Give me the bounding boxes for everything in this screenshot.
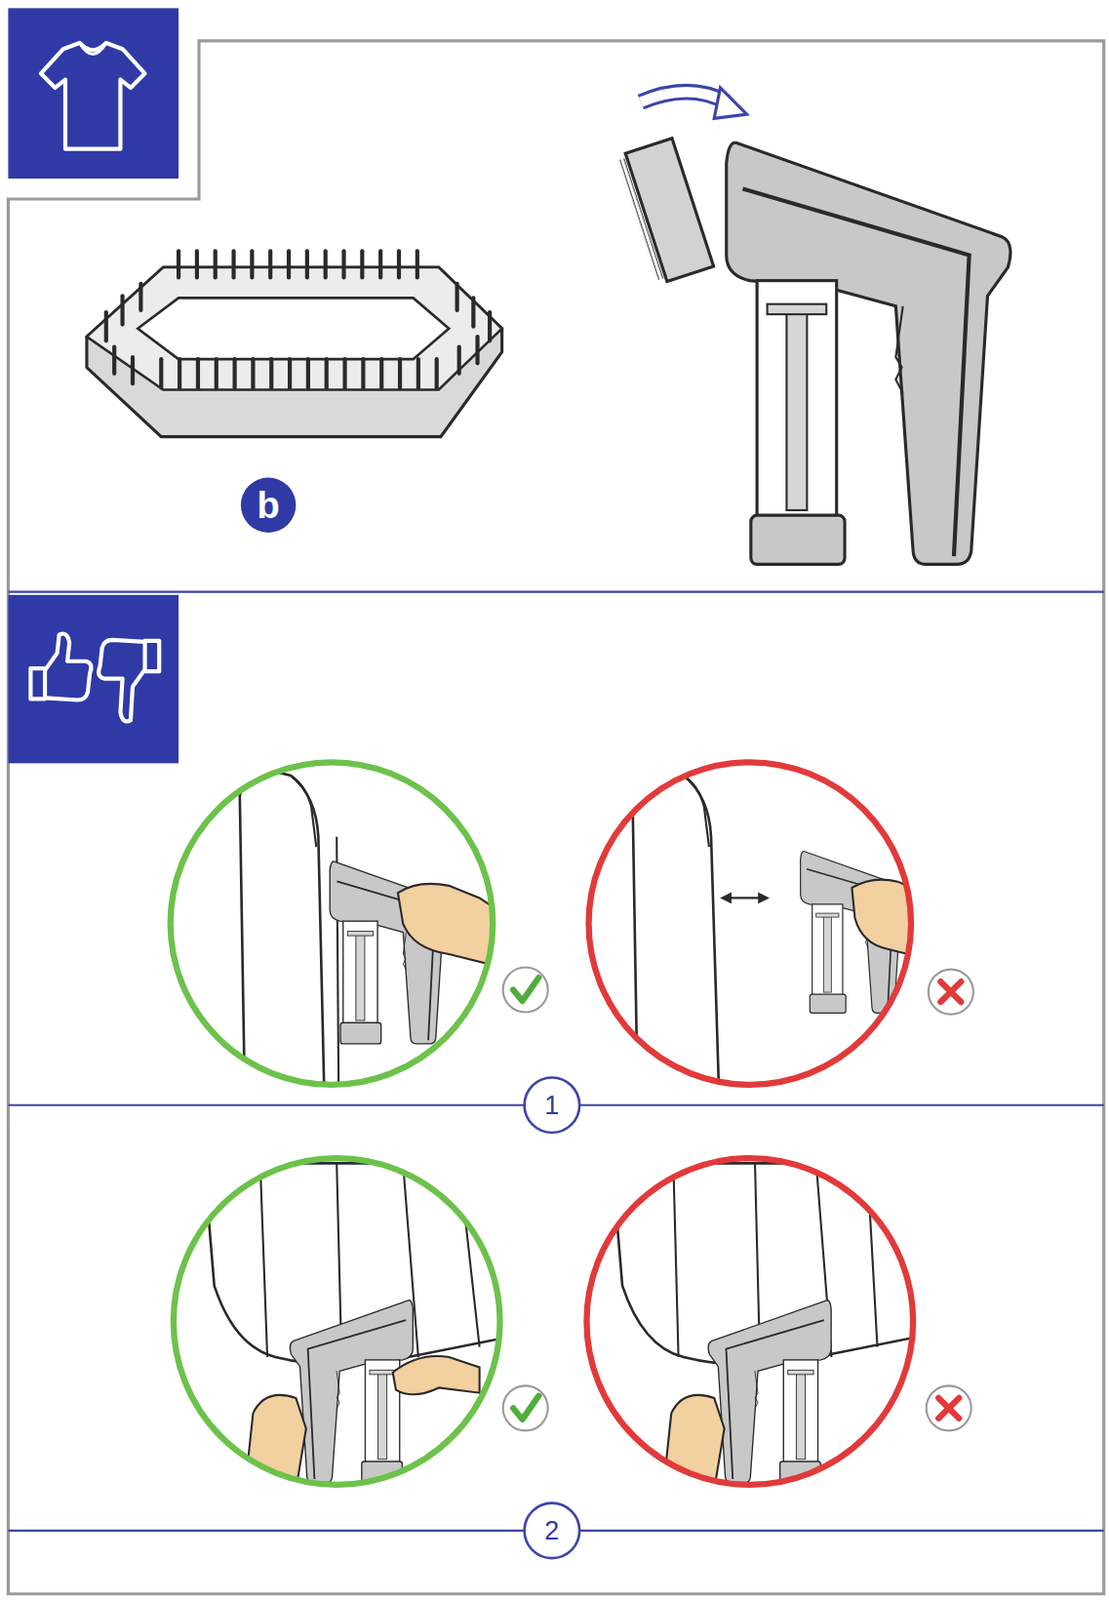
bristle (455, 283, 460, 311)
page-frame (7, 40, 1104, 1594)
bristle (249, 250, 254, 278)
bristles (106, 250, 490, 388)
bristle (195, 250, 199, 278)
gap-arrow (722, 893, 768, 902)
do-scene (203, 1162, 511, 1490)
tshirt-icon (40, 42, 146, 150)
do-circle (173, 1157, 501, 1485)
bristle (138, 283, 143, 311)
check-mark (503, 967, 549, 1013)
bristle (286, 250, 291, 278)
bristle (231, 250, 236, 278)
bristle (250, 358, 255, 388)
callout-number: 2 (544, 1516, 559, 1544)
cross-mark (926, 1385, 972, 1430)
callout-circle (524, 1076, 580, 1132)
check-mark (503, 1385, 549, 1430)
bristle (457, 347, 462, 374)
callout-circle (240, 476, 296, 532)
bristle (287, 358, 292, 388)
bristle (176, 250, 181, 278)
callout-circle (524, 1503, 580, 1558)
bristle (360, 358, 365, 388)
bristle (306, 358, 311, 388)
bristle (396, 250, 401, 278)
bristle (475, 336, 479, 363)
bristle (324, 358, 329, 388)
bristle (268, 250, 273, 278)
steamer (726, 142, 1011, 564)
dont-circle (589, 761, 912, 1085)
bristle (214, 358, 219, 388)
do-dont-icon-tile (7, 594, 179, 764)
bristle (416, 358, 421, 388)
bristle (397, 358, 402, 388)
bristle (341, 250, 346, 278)
tshirt-collar (79, 42, 107, 55)
bristle (415, 250, 420, 278)
brush-attachment (86, 250, 503, 436)
callout-letter: b (256, 486, 279, 524)
bristle (158, 358, 163, 388)
bristle (378, 250, 383, 278)
bristle (213, 250, 218, 278)
do-circle (170, 761, 494, 1085)
bristle (130, 356, 135, 384)
bristle (435, 358, 439, 388)
bristle (342, 358, 347, 388)
bristle (305, 250, 310, 278)
do-scene (239, 770, 511, 1103)
section-divider (7, 591, 1104, 594)
attach-arrow (640, 87, 748, 119)
bristle (471, 297, 476, 326)
callout-number: 1 (544, 1091, 559, 1118)
dont-circle (586, 1157, 913, 1485)
garment-icon-tile (7, 7, 179, 179)
bristle (269, 358, 274, 388)
bristle (379, 358, 384, 388)
bristle (323, 250, 328, 278)
bristle (196, 358, 200, 388)
cross-mark (928, 969, 974, 1015)
bristle (104, 312, 109, 341)
dont-scene (633, 770, 929, 1103)
bristle (233, 358, 238, 388)
brush-plate (615, 138, 713, 285)
thumbs-icon (30, 633, 159, 722)
bristle (359, 250, 364, 278)
bristle (487, 312, 492, 341)
bristle (177, 358, 182, 388)
bristle (119, 295, 124, 324)
bristle (112, 347, 117, 374)
